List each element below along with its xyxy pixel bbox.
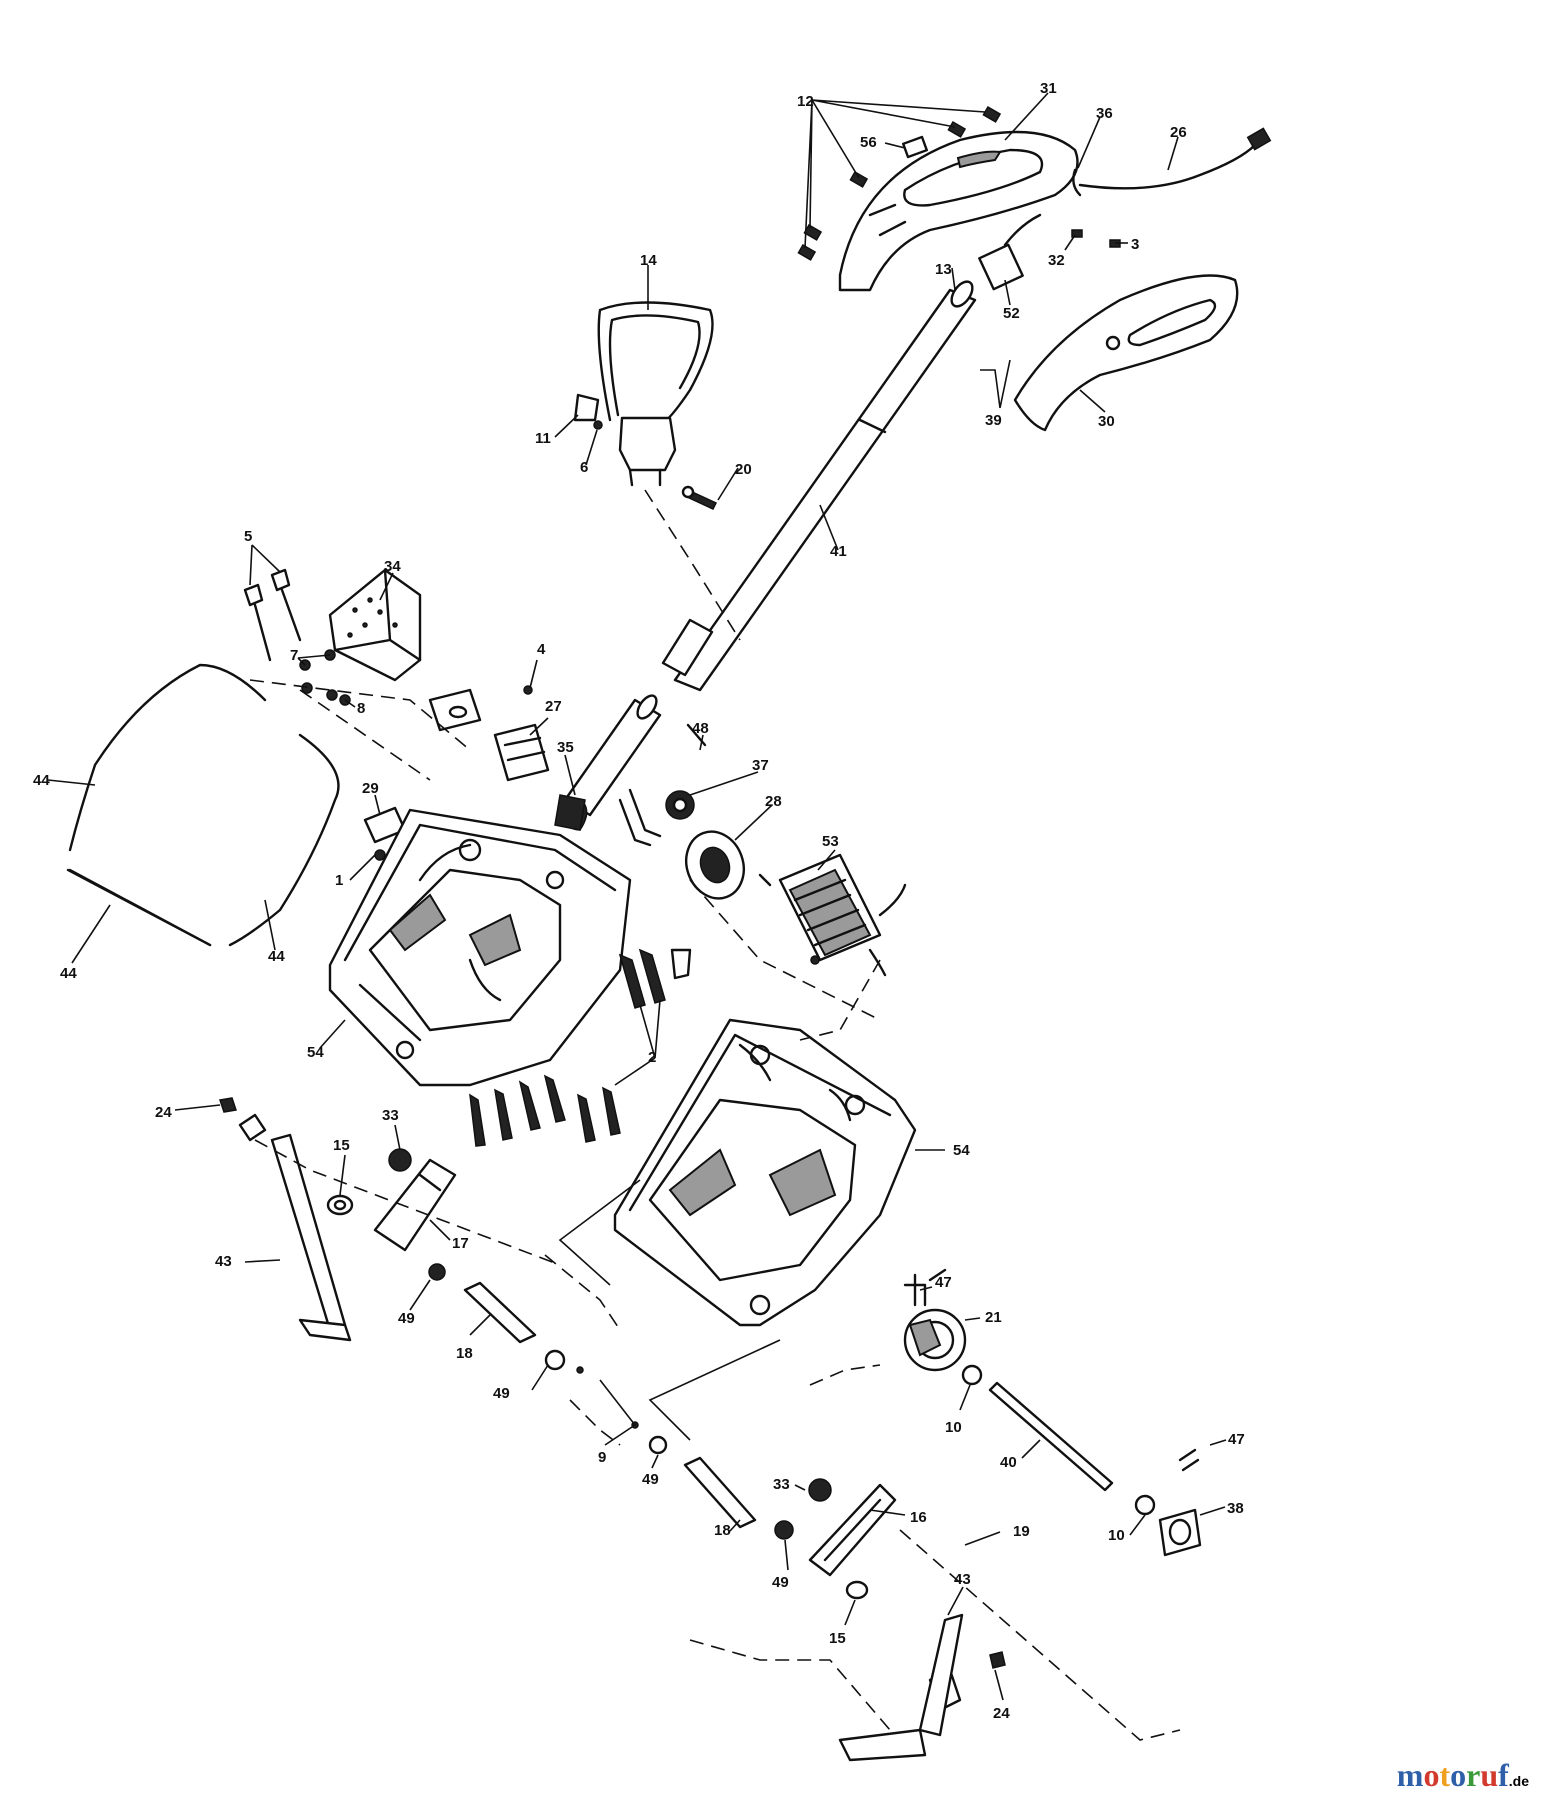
callout-label: 44 xyxy=(60,965,77,982)
front-axle-parts xyxy=(631,1421,1006,1762)
callout-label: 4 xyxy=(537,641,546,658)
callout-label: 41 xyxy=(830,543,847,560)
callout-label: 40 xyxy=(1000,1454,1017,1471)
callout-label: 44 xyxy=(33,772,50,789)
callout-label: 11 xyxy=(535,430,551,447)
callout-label: 10 xyxy=(945,1419,962,1436)
callout-label: 33 xyxy=(773,1476,790,1493)
watermark-letter: f xyxy=(1498,1757,1509,1793)
callout-label: 21 xyxy=(985,1309,1002,1326)
callout-label: 5 xyxy=(244,528,252,545)
callout-labels: 12 31 36 26 56 3 32 13 52 14 39 30 11 6 … xyxy=(33,80,1245,1722)
main-tube xyxy=(661,280,977,692)
callout-label: 7 xyxy=(290,647,298,664)
callout-label: 56 xyxy=(860,134,877,151)
handle-cover xyxy=(1013,274,1239,432)
callout-label: 19 xyxy=(1013,1523,1030,1540)
assist-handle xyxy=(597,301,714,487)
callout-label: 24 xyxy=(993,1705,1010,1722)
construction-lines xyxy=(249,489,1181,1741)
callout-label: 20 xyxy=(735,461,752,478)
callout-label: 18 xyxy=(456,1345,473,1362)
callout-label: 24 xyxy=(155,1104,172,1121)
watermark-letter: m xyxy=(1396,1757,1424,1793)
callout-label: 8 xyxy=(357,700,365,717)
terminal-block xyxy=(493,685,550,782)
upper-handle xyxy=(838,130,1079,292)
callout-label: 54 xyxy=(307,1044,324,1061)
housing-upper xyxy=(328,808,632,1087)
callout-label: 31 xyxy=(1040,80,1057,97)
callout-label: 39 xyxy=(985,412,1002,429)
callout-label: 1 xyxy=(335,872,343,889)
right-wheel-parts xyxy=(903,1268,1202,1557)
motor xyxy=(758,853,907,977)
callout-label: 32 xyxy=(1048,252,1065,269)
motor-gears xyxy=(665,723,745,900)
watermark-logo: motoruf.de xyxy=(1397,1757,1529,1794)
watermark-letter: o xyxy=(1450,1757,1467,1793)
filter-pad xyxy=(328,568,422,682)
callout-label: 15 xyxy=(829,1630,846,1647)
callout-label: 52 xyxy=(1003,305,1020,322)
callout-label: 36 xyxy=(1096,105,1113,122)
callout-label: 12 xyxy=(797,93,814,110)
watermark-tld: .de xyxy=(1508,1773,1529,1789)
watermark-letter: u xyxy=(1480,1757,1499,1793)
callout-label: 49 xyxy=(642,1471,659,1488)
housing-lower xyxy=(613,1018,917,1327)
callout-label: 44 xyxy=(268,948,285,965)
callout-label: 28 xyxy=(765,793,782,810)
assist-clamp xyxy=(573,393,718,510)
clip-29 xyxy=(363,806,407,861)
callout-label: 38 xyxy=(1227,1500,1244,1517)
callout-label: 14 xyxy=(640,252,657,269)
callout-label: 18 xyxy=(714,1522,731,1539)
callout-label: 43 xyxy=(215,1253,232,1270)
power-cord xyxy=(1072,127,1272,197)
callout-label: 2 xyxy=(648,1049,656,1066)
callout-label: 53 xyxy=(822,833,839,850)
callout-label: 17 xyxy=(452,1235,469,1252)
callout-label: 13 xyxy=(935,261,952,278)
switch xyxy=(978,213,1042,291)
leader-lines xyxy=(47,92,1227,1701)
callout-label: 34 xyxy=(384,558,401,575)
callout-label: 33 xyxy=(382,1107,399,1124)
callout-label: 3 xyxy=(1131,236,1139,253)
callout-label: 29 xyxy=(362,780,379,797)
callout-label: 49 xyxy=(772,1574,789,1591)
watermark-letter: r xyxy=(1466,1757,1481,1793)
left-wheel-parts xyxy=(219,1097,584,1374)
wire-handle-left xyxy=(66,663,267,947)
brush-plate xyxy=(428,688,482,732)
callout-label: 6 xyxy=(580,459,588,476)
callout-label: 30 xyxy=(1098,413,1115,430)
callout-label: 49 xyxy=(493,1385,510,1402)
screws-2 xyxy=(469,948,692,1147)
callout-label: 49 xyxy=(398,1310,415,1327)
callout-label: 9 xyxy=(598,1449,606,1466)
callout-label: 54 xyxy=(953,1142,970,1159)
watermark-letter: t xyxy=(1439,1757,1451,1793)
callout-label: 47 xyxy=(935,1274,952,1291)
wire-handle-right xyxy=(228,733,340,947)
watermark-letter: o xyxy=(1423,1757,1440,1793)
callout-label: 37 xyxy=(752,757,769,774)
callout-label: 15 xyxy=(333,1137,350,1154)
callout-label: 27 xyxy=(545,698,562,715)
watermark-letters: motoruf xyxy=(1397,1757,1509,1793)
callout-label: 26 xyxy=(1170,124,1187,141)
callout-label: 10 xyxy=(1108,1527,1125,1544)
callout-label: 47 xyxy=(1228,1431,1245,1448)
callout-label: 48 xyxy=(692,720,709,737)
callout-label: 16 xyxy=(910,1509,927,1526)
callout-label: 35 xyxy=(557,739,574,756)
callout-label: 43 xyxy=(954,1571,971,1588)
